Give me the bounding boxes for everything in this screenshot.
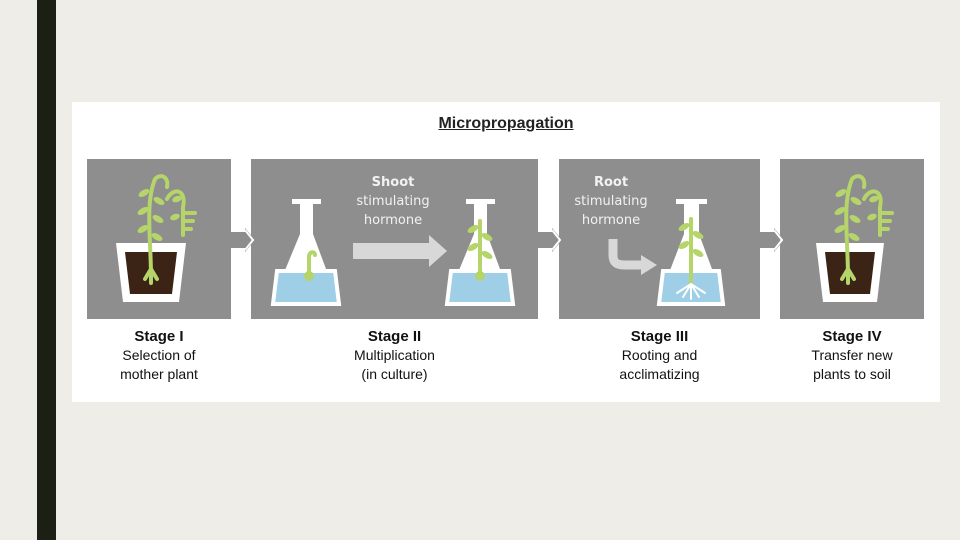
stage-1-line2: mother plant [120, 366, 198, 382]
root-hormone-line1: stimulating [574, 194, 648, 209]
transfer-plant-illustration [816, 174, 894, 302]
slide-side-bar [37, 0, 56, 540]
mother-plant-illustration [116, 174, 197, 302]
connector-arrow-icon [760, 228, 784, 252]
stage-1-title: Stage I [134, 328, 184, 345]
panel-stage-3: Root stimulating hormone [559, 159, 760, 319]
stage-2-label: Stage II Multiplication (in culture) [251, 327, 538, 384]
root-hormone-name: Root [593, 175, 629, 190]
root-hormone-line2: hormone [581, 213, 641, 228]
shoot-hormone-line2: hormone [363, 213, 423, 228]
panel-stage-1 [87, 159, 231, 319]
rooting-illustration [608, 199, 726, 306]
stage-4-line2: plants to soil [813, 366, 891, 382]
multiplication-illustration [270, 199, 516, 306]
stage-2-line2: (in culture) [361, 366, 428, 382]
stage-4-title: Stage IV [822, 328, 882, 345]
panel-stage-2: Shoot stimulating hormone [251, 159, 538, 319]
stage-4-line1: Transfer new [811, 347, 893, 363]
figure-title: Micropropagation [438, 115, 574, 132]
shoot-hormone-name: Shoot [371, 175, 415, 190]
stage-3-line1: Rooting and [621, 347, 698, 363]
root-hormone-label: Root stimulating hormone [569, 173, 653, 230]
connector-arrow-icon [538, 228, 562, 252]
connector-arrow-icon [231, 228, 255, 252]
shoot-hormone-label: Shoot stimulating hormone [353, 173, 433, 230]
stage-2-title: Stage II [367, 328, 422, 345]
stage-3-title: Stage III [630, 328, 689, 345]
panel-stage-4 [780, 159, 924, 319]
micropropagation-figure: Micropropagation [72, 102, 940, 402]
stage-3-label: Stage III Rooting and acclimatizing [559, 327, 760, 384]
stage-1-line1: Selection of [122, 347, 196, 363]
stage-4-label: Stage IV Transfer new plants to soil [780, 327, 924, 384]
shoot-hormone-line1: stimulating [356, 194, 430, 209]
stage-2-line1: Multiplication [354, 347, 435, 363]
stage-1-label: Stage I Selection of mother plant [87, 327, 231, 384]
stage-3-line2: acclimatizing [619, 366, 700, 382]
